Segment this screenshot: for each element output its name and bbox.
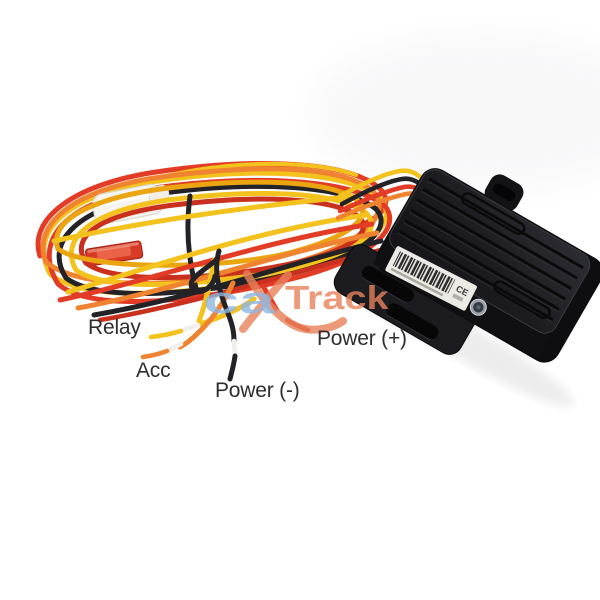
barcode-label: CE: [385, 246, 477, 311]
watermark-x-swoosh-icon: [239, 270, 347, 334]
lead-wire: [337, 168, 430, 199]
device-ribs: [397, 177, 584, 323]
acc-label: Acc: [136, 359, 171, 382]
power-positive-label: Power (+): [317, 327, 407, 350]
relay-label: Relay: [88, 316, 141, 339]
watermark-prefix: ca: [203, 280, 275, 322]
black-hook-wire: [188, 256, 220, 295]
barcode-bars: [392, 251, 456, 294]
stripped-tip: [180, 322, 201, 333]
gps-tracker-device: CE: [333, 168, 600, 363]
coil-strand: [75, 230, 380, 311]
stripped-tip: [231, 338, 238, 358]
background-gradient-blob: [310, 32, 600, 192]
coil-strand: [51, 193, 361, 244]
led-indicator: [469, 298, 487, 316]
power-negative-wire: [188, 248, 238, 382]
mounting-bracket: [333, 244, 477, 355]
bracket-slot: [493, 183, 516, 202]
bracket-slot: [361, 265, 414, 302]
stripped-tip: [166, 341, 184, 353]
top-indent: [460, 192, 526, 236]
top-indent: [493, 280, 551, 320]
coil-strand: [65, 212, 369, 295]
watermark-suffix: Track: [285, 279, 389, 316]
bracket-slot: [386, 303, 439, 340]
power-negative-label: Power (-): [215, 379, 300, 402]
